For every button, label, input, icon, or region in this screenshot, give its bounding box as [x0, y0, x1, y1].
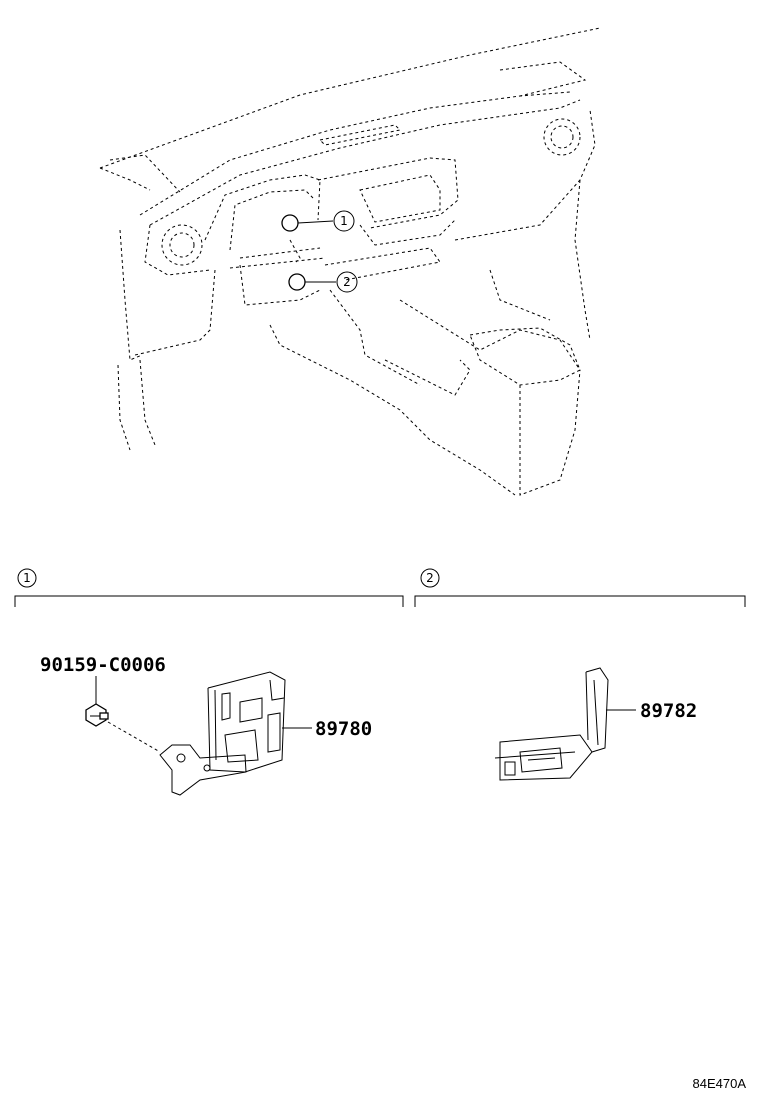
- panel-1-bracket: [14, 595, 404, 607]
- panel-2-bracket: [414, 595, 746, 607]
- svg-text:1: 1: [23, 571, 31, 585]
- svg-text:2: 2: [426, 571, 434, 585]
- part-number-89780: 89780: [315, 718, 372, 740]
- svg-text:1: 1: [340, 214, 348, 228]
- svg-text:2: 2: [343, 275, 351, 289]
- bracket-module-icon: [159, 671, 312, 796]
- panel-1: 1 90159-C0006 89780: [14, 568, 404, 796]
- panel-2-marker: [420, 568, 440, 588]
- diagram-ref-code: 84E470A: [693, 1076, 747, 1091]
- callout-1: 1: [333, 210, 355, 232]
- sensor-unit-icon: [494, 667, 636, 781]
- part-number-90159-C0006: 90159-C0006: [40, 654, 166, 676]
- location-1-marker: [281, 214, 299, 232]
- location-2-marker: [288, 273, 306, 291]
- bolt-icon: [85, 676, 161, 753]
- dashboard-overview: [99, 27, 601, 496]
- panel-2: 2 89782: [414, 568, 746, 781]
- part-number-89782: 89782: [640, 700, 697, 722]
- panel-1-marker: [17, 568, 37, 588]
- callout-2: 2: [336, 271, 358, 293]
